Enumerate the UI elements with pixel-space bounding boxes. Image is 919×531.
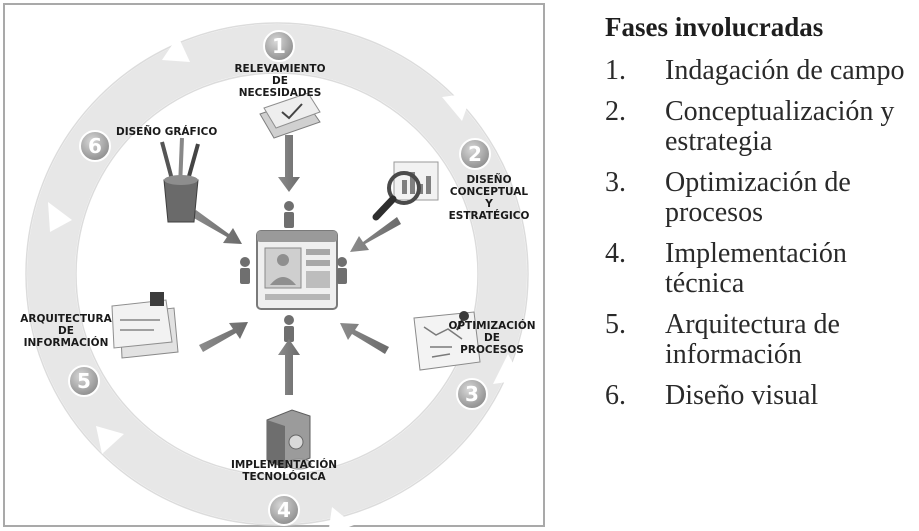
list-item-number: 3. xyxy=(605,167,626,198)
phase-label-6: DISEÑO GRÁFICO xyxy=(116,126,256,138)
list-item-number: 2. xyxy=(605,96,626,127)
inward-arrows xyxy=(192,135,401,395)
phase-label-line: DE xyxy=(484,332,500,344)
list-item-text: Indagación de campo xyxy=(665,55,905,86)
list-item-text: Diseño visual xyxy=(665,380,819,411)
phase-label-5: ARQUITECTURA DE INFORMACIÓN xyxy=(14,313,118,349)
ring-notch-2 xyxy=(493,354,522,384)
ring-notch-1 xyxy=(442,93,472,121)
arrow-from-phase-5 xyxy=(199,322,248,352)
software-box-icon xyxy=(266,409,312,470)
phase-label-line: OPTIMIZACIÓN xyxy=(448,320,536,332)
center-screen-icon xyxy=(256,230,338,310)
list-item: 2. Conceptualización y estrategia xyxy=(597,97,919,157)
list-title: Fases involucradas xyxy=(605,12,824,42)
svg-text:3: 3 xyxy=(465,382,479,406)
list-item-number: 5. xyxy=(605,309,626,340)
list-item: 4. Implementación técnica xyxy=(597,239,919,299)
pencil-cup-icon xyxy=(160,137,200,223)
person-icon-left xyxy=(240,257,250,284)
list-item-number: 4. xyxy=(605,238,626,269)
cycle-ring-inner-edge xyxy=(75,72,479,476)
person-icon-bottom xyxy=(284,315,294,342)
list-item-text: Implementación técnica xyxy=(665,238,847,299)
phase-label-line: RELEVAMIENTO xyxy=(234,63,326,75)
ring-notch-6 xyxy=(162,36,190,62)
list-item-text: Arquitectura de información xyxy=(665,309,840,370)
phase-label-line: ESTRATÉGICO xyxy=(448,210,530,222)
svg-text:4: 4 xyxy=(277,498,291,522)
list-item: 5. Arquitectura de información xyxy=(597,310,919,370)
ring-notch-4 xyxy=(96,426,124,454)
clipboard-pen-icon xyxy=(259,92,321,139)
phase-label-line: INFORMACIÓN xyxy=(23,337,109,349)
list-item-number: 1. xyxy=(605,55,626,86)
phase-label-line: PROCESOS xyxy=(460,344,524,356)
list-item: 1. Indagación de campo xyxy=(597,56,919,86)
arrow-from-phase-6 xyxy=(192,210,242,244)
list-item-number: 6. xyxy=(605,380,626,411)
phase-label-line: DISEÑO GRÁFICO xyxy=(116,126,218,138)
arrow-from-phase-2 xyxy=(350,217,401,252)
badge-phase-1: 1 xyxy=(263,30,295,62)
list-item-text: Optimización de procesos xyxy=(665,167,851,228)
process-map-icon xyxy=(413,311,481,371)
phase-label-line: IMPLEMENTACIÓN xyxy=(230,459,338,471)
list-item: 3. Optimización de procesos xyxy=(597,168,919,228)
cycle-ring-outer-edge xyxy=(25,22,529,526)
documents-clip-icon xyxy=(111,292,179,359)
phase-label-line: TECNOLÓGICA xyxy=(242,471,326,483)
person-icon-right xyxy=(337,257,347,284)
list-item: 6. Diseño visual xyxy=(597,381,919,411)
phase-label-line: Y xyxy=(485,198,493,210)
phase-label-3: OPTIMIZACIÓN DE PROCESOS xyxy=(440,320,544,356)
phase-label-1: RELEVAMIENTO DE NECESIDADES xyxy=(224,63,336,99)
badge-phase-2: 2 xyxy=(459,138,491,170)
arrow-from-phase-1 xyxy=(278,135,300,192)
arrow-from-phase-3 xyxy=(340,323,389,354)
ring-notch-3 xyxy=(328,507,354,529)
phase-label-line: NECESIDADES xyxy=(238,87,322,99)
phase-label-line: DE xyxy=(272,75,288,87)
badge-phase-6: 6 xyxy=(79,130,111,162)
svg-text:6: 6 xyxy=(88,134,102,158)
svg-text:1: 1 xyxy=(272,34,286,58)
phase-label-2: DISEÑO CONCEPTUAL Y ESTRATÉGICO xyxy=(440,174,538,222)
badge-phase-5: 5 xyxy=(68,365,100,397)
list-item-text: Conceptualización y estrategia xyxy=(665,96,895,157)
badge-phase-4: 4 xyxy=(268,494,300,526)
phase-label-line: ARQUITECTURA xyxy=(20,313,112,325)
magnifier-chart-icon xyxy=(372,161,439,221)
phases-cycle-diagram: 1 2 3 4 5 6 RELEVAM xyxy=(2,2,548,529)
svg-text:5: 5 xyxy=(77,369,91,393)
arrow-from-phase-4 xyxy=(278,339,300,395)
phase-label-line: DISEÑO xyxy=(466,174,512,186)
phases-list: Fases involucradas 1. Indagación de camp… xyxy=(597,10,919,422)
phase-label-line: DE xyxy=(58,325,74,337)
cycle-graphic: 1 2 3 4 5 6 xyxy=(3,3,545,529)
person-figures xyxy=(240,201,347,342)
svg-text:2: 2 xyxy=(468,142,482,166)
ring-notch-5 xyxy=(48,202,72,232)
badge-phase-3: 3 xyxy=(456,378,488,410)
phase-label-4: IMPLEMENTACIÓN TECNOLÓGICA xyxy=(214,459,354,483)
phase-label-line: CONCEPTUAL xyxy=(449,186,529,198)
person-icon-top xyxy=(284,201,294,228)
phase-badges: 1 2 3 4 5 6 xyxy=(68,30,491,526)
